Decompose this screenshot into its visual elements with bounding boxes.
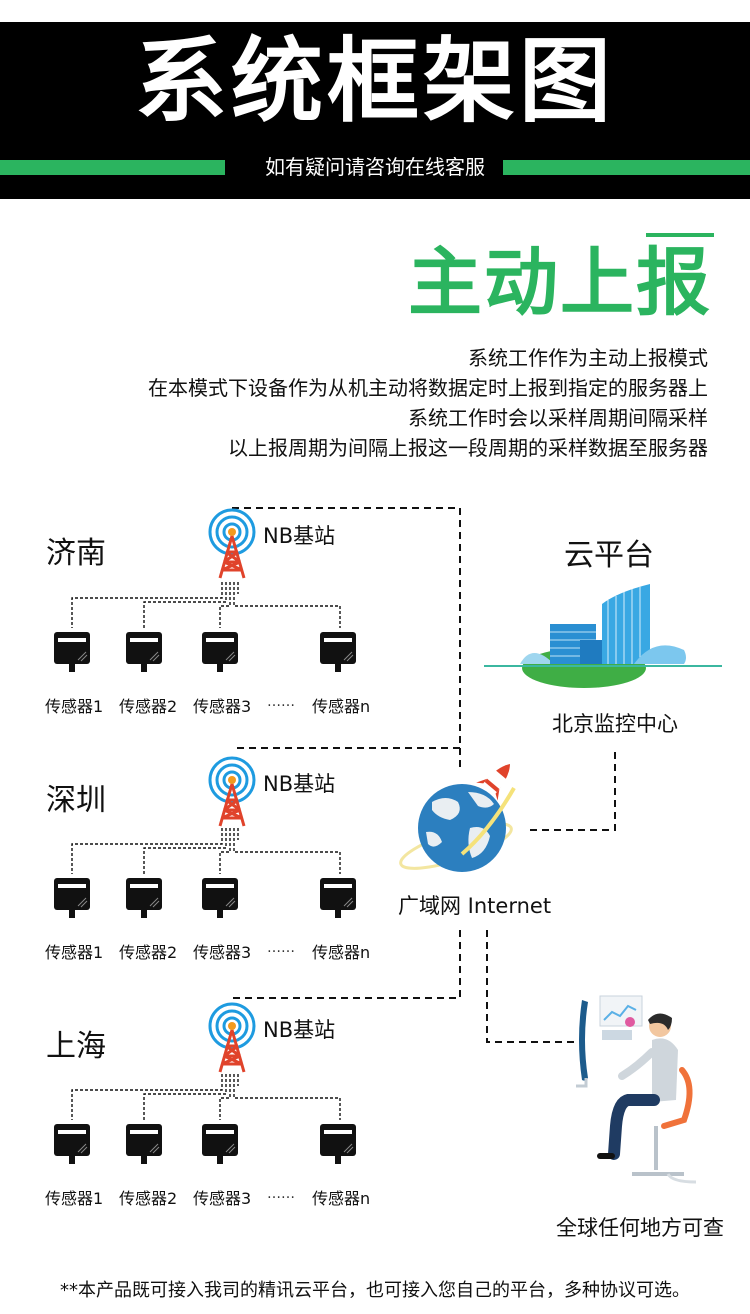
- sensor-ellipsis: ……: [267, 940, 295, 956]
- sensor-label: 传感器3: [193, 697, 252, 716]
- sensor-label: 传感器1: [45, 943, 104, 962]
- sensor-label: 传感器3: [193, 943, 252, 962]
- header-accent-bar-right: [503, 160, 750, 175]
- sensor-device-icon: [52, 630, 92, 676]
- sensor-device-icon: [200, 630, 240, 676]
- sensor-ellipsis: ……: [267, 1186, 295, 1202]
- sensor-device-icon: [124, 630, 164, 676]
- cell-tower-icon: [208, 1002, 256, 1073]
- sensor-label: 传感器1: [45, 1189, 104, 1208]
- sensor-label: 传感器3: [193, 1189, 252, 1208]
- mode-desc-line-4: 以上报周期为间隔上报这一段周期的采样数据至服务器: [228, 436, 708, 460]
- cell-tower-icon: [208, 756, 256, 827]
- footer-note: **本产品既可接入我司的精讯云平台，也可接入您自己的平台，多种协议可选。: [60, 1280, 690, 1301]
- page-title: 系统框架图: [134, 28, 615, 135]
- sensor-label: 传感器2: [119, 1189, 178, 1208]
- cloud-platform-title: 云平台: [564, 538, 654, 573]
- mode-desc-line-2: 在本模式下设备作为从机主动将数据定时上报到指定的服务器上: [148, 376, 708, 400]
- sensor-label: 传感器2: [119, 943, 178, 962]
- sensor-label: 传感器n: [312, 943, 371, 962]
- sensor-device-icon: [200, 1122, 240, 1168]
- user-label: 全球任何地方可查: [556, 1216, 724, 1240]
- mode-desc-line-3: 系统工作时会以采样周期间隔采样: [408, 406, 708, 430]
- sensor-label: 传感器1: [45, 697, 104, 716]
- sensor-device-icon: [200, 876, 240, 922]
- sensor-device-icon: [52, 876, 92, 922]
- station-label: NB基站: [263, 524, 336, 548]
- sensor-device-icon: [124, 876, 164, 922]
- header-subtitle: 如有疑问请咨询在线客服: [265, 155, 485, 179]
- sensor-device-icon: [124, 1122, 164, 1168]
- cell-tower-icon: [208, 508, 256, 579]
- sensor-ellipsis: ……: [267, 694, 295, 710]
- city-label-shenzhen: 深圳: [46, 783, 106, 818]
- internet-label: 广域网 Internet: [398, 894, 552, 918]
- globe-rocket-icon: [399, 764, 516, 872]
- cloud-platform-label: 北京监控中心: [552, 712, 678, 736]
- sensor-device-icon: [52, 1122, 92, 1168]
- city-label-shanghai: 上海: [46, 1029, 106, 1064]
- mode-title: 主动上报: [408, 240, 712, 326]
- sensor-device-icon: [318, 876, 358, 922]
- sensor-device-icon: [318, 630, 358, 676]
- city-label-jinan: 济南: [46, 536, 106, 571]
- mode-title-rule: [646, 233, 714, 237]
- header-accent-bar-left: [0, 160, 225, 175]
- person-computer-icon: [576, 995, 697, 1184]
- mode-desc-line-1: 系统工作作为主动上报模式: [468, 346, 708, 370]
- station-label: NB基站: [263, 772, 336, 796]
- sensor-device-icon: [318, 1122, 358, 1168]
- city-buildings-icon: [484, 584, 722, 688]
- sensor-label: 传感器n: [312, 1189, 371, 1208]
- sensor-label: 传感器2: [119, 697, 178, 716]
- sensor-label: 传感器n: [312, 697, 371, 716]
- station-label: NB基站: [263, 1018, 336, 1042]
